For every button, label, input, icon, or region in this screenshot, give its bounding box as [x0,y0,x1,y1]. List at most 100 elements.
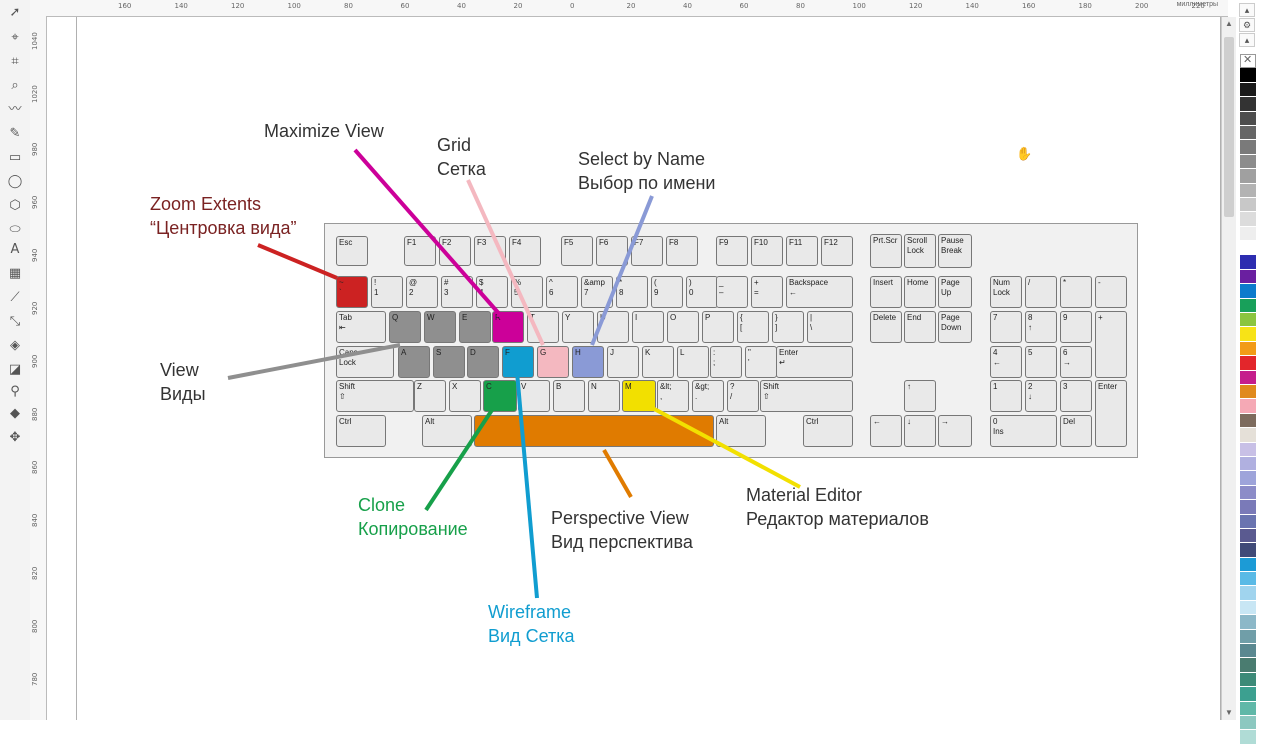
key-s[interactable]: S [433,346,465,378]
palette-swatch[interactable] [1240,169,1256,184]
key-f2[interactable]: F2 [439,236,471,266]
key-altr[interactable]: Alt [716,415,766,447]
eyedropper-tool-icon[interactable]: ⚲ [10,384,20,399]
palette-swatch[interactable] [1240,413,1256,429]
crop-tool-icon[interactable]: ⌗ [11,54,19,69]
key-comma[interactable]: &lt;, [657,380,689,412]
key-backspace[interactable]: Backspace← [786,276,853,308]
key-left[interactable]: ← [870,415,902,447]
palette-swatch[interactable] [1240,500,1256,515]
no-color-swatch[interactable] [1240,53,1256,69]
scroll-up-icon[interactable]: ▲ [1225,19,1233,28]
palette-swatch[interactable] [1240,241,1256,256]
table-tool-icon[interactable]: ▦ [8,266,22,281]
key-f[interactable]: F [502,346,534,378]
key-f4[interactable]: F4 [509,236,541,266]
key-d[interactable]: D [467,346,499,378]
key-lbr[interactable]: {[ [737,311,769,343]
palette-swatch[interactable] [1240,442,1256,457]
key-tab[interactable]: Tab⇤ [336,311,386,343]
palette-swatch[interactable] [1240,572,1256,587]
key-n[interactable]: N [588,380,620,412]
palette-swatch[interactable] [1240,730,1256,745]
palette-swatch[interactable] [1240,586,1256,601]
key-c[interactable]: C [483,380,517,412]
palette-swatch[interactable] [1240,428,1256,443]
key-h[interactable]: H [572,346,604,378]
key-p[interactable]: P [702,311,734,343]
freehand-tool-icon[interactable]: 〰 [8,102,22,117]
key-npenter[interactable]: Enter [1095,380,1127,447]
dimension-tool-icon[interactable]: ⟋ [10,290,20,305]
palette-swatch[interactable] [1240,226,1256,242]
key-n5[interactable]: %5 [511,276,543,308]
key-lshift[interactable]: Shift⇧ [336,380,414,412]
key-rbr[interactable]: }] [772,311,804,343]
key-home[interactable]: Home [904,276,936,308]
palette-swatch[interactable] [1240,615,1256,630]
key-alt[interactable]: Alt [422,415,472,447]
palette-swatch[interactable] [1240,399,1256,414]
key-t[interactable]: T [527,311,559,343]
key-np1[interactable]: 1 [990,380,1022,412]
palette-swatch[interactable] [1240,255,1256,270]
key-npdiv[interactable]: / [1025,276,1057,308]
key-insert[interactable]: Insert [870,276,902,308]
connector-tool-icon[interactable]: ⤡ [9,314,21,329]
palette-swatch[interactable] [1240,356,1256,371]
palette-swatch[interactable] [1240,111,1256,126]
key-f7[interactable]: F7 [631,236,663,266]
collapse-up-icon[interactable]: ▴ [1239,33,1255,47]
palette-swatch[interactable] [1240,456,1256,472]
polygon-tool-icon[interactable]: ⬡ [9,198,21,213]
palette-swatch[interactable] [1240,658,1256,673]
palette-swatch[interactable] [1240,370,1256,385]
blend-tool-icon[interactable]: ◈ [10,338,20,353]
palette-swatch[interactable] [1240,140,1256,155]
palette-swatch[interactable] [1240,212,1256,227]
key-v[interactable]: V [518,380,550,412]
palette-swatch[interactable] [1240,471,1256,486]
settings-icon[interactable]: ⚙ [1239,18,1255,32]
key-f12[interactable]: F12 [821,236,853,266]
palette-swatch[interactable] [1240,197,1256,213]
palette-swatch[interactable] [1240,543,1256,558]
key-space[interactable] [474,415,714,447]
key-period[interactable]: &gt;. [692,380,724,412]
key-f11[interactable]: F11 [786,236,818,266]
vertical-scrollbar[interactable]: ▲ ▼ [1221,17,1236,720]
smart-fill-tool-icon[interactable]: ✥ [9,430,21,445]
palette-swatch[interactable] [1240,125,1256,141]
key-semi[interactable]: :; [710,346,742,378]
fill-tool-icon[interactable]: ◆ [10,406,20,421]
key-n2[interactable]: @2 [406,276,438,308]
palette-swatch[interactable] [1240,514,1256,529]
key-i[interactable]: I [632,311,664,343]
key-slash[interactable]: ?/ [727,380,759,412]
key-end[interactable]: End [904,311,936,343]
transparency-tool-icon[interactable]: ◪ [8,362,22,377]
key-x[interactable]: X [449,380,481,412]
key-np3[interactable]: 3 [1060,380,1092,412]
key-ctrl[interactable]: Ctrl [336,415,386,447]
palette-swatch[interactable] [1240,715,1256,731]
palette-swatch[interactable] [1240,644,1256,659]
palette-swatch[interactable] [1240,341,1256,357]
zoom-tool-icon[interactable]: ⌕ [11,78,19,93]
key-quote[interactable]: "' [745,346,777,378]
key-n9[interactable]: (9 [651,276,683,308]
key-eq[interactable]: += [751,276,783,308]
key-z[interactable]: Z [414,380,446,412]
key-f8[interactable]: F8 [666,236,698,266]
key-npminus[interactable]: - [1095,276,1127,308]
key-e[interactable]: E [459,311,491,343]
key-n6[interactable]: ^6 [546,276,578,308]
key-f9[interactable]: F9 [716,236,748,266]
key-j[interactable]: J [607,346,639,378]
key-minus[interactable]: _– [716,276,748,308]
